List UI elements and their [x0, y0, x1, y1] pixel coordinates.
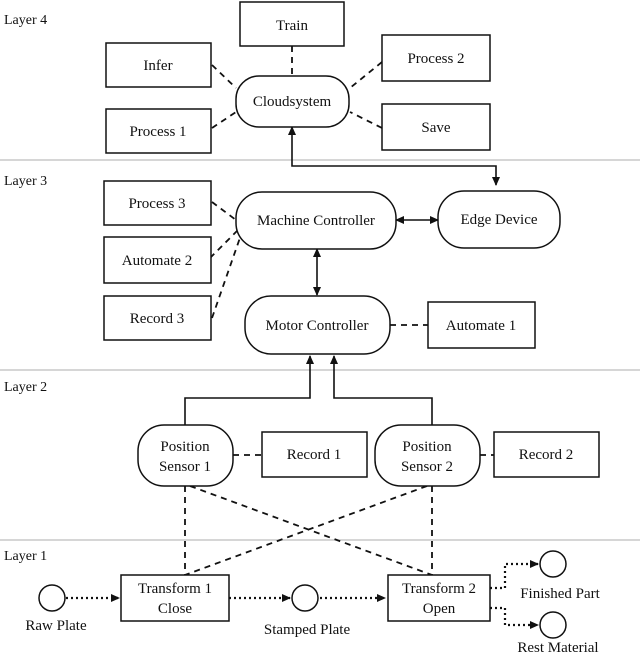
finished-part-state: Finished Part: [520, 550, 601, 602]
position-sensor1-label-line1: Position: [160, 439, 210, 455]
transform1-label-line1: Transform 1: [138, 581, 212, 597]
layer-3-label: Layer 3: [4, 174, 47, 189]
link-infer-cloud: [211, 64, 237, 89]
cloudsystem-label: Cloudsystem: [253, 94, 332, 110]
record1-node: Record 1: [261, 431, 368, 478]
layer-4-label: Layer 4: [4, 13, 47, 28]
position-sensor2-label-line2: Sensor 2: [401, 459, 453, 475]
link-save-cloud: [349, 111, 383, 129]
raw-plate-label: Raw Plate: [25, 618, 87, 634]
edge-device-label: Edge Device: [460, 212, 537, 228]
position-sensor2-node: Position Sensor 2: [374, 424, 481, 487]
transform2-node: Transform 2 Open: [387, 574, 491, 622]
link-process3-machine: [211, 201, 237, 221]
finished-part-label: Finished Part: [520, 586, 600, 602]
train-label: Train: [276, 18, 308, 34]
link-record3-machine: [211, 231, 243, 319]
infer-node: Infer: [105, 42, 212, 88]
transform1-node: Transform 1 Close: [120, 574, 230, 622]
layer-2-label: Layer 2: [4, 380, 47, 395]
process1-node: Process 1: [105, 108, 212, 154]
record2-node: Record 2: [493, 431, 600, 478]
position-sensor1-node: Position Sensor 1: [137, 424, 234, 487]
process1-label: Process 1: [129, 124, 186, 140]
transform2-label-line1: Transform 2: [402, 581, 476, 597]
cloudsystem-node: Cloudsystem: [235, 75, 350, 128]
process3-node: Process 3: [103, 180, 212, 226]
record3-node: Record 3: [103, 295, 212, 341]
save-label: Save: [421, 120, 451, 136]
process3-label: Process 3: [128, 196, 185, 212]
link-sensor2-transform1: [184, 485, 428, 576]
machine-controller-label: Machine Controller: [257, 213, 375, 229]
raw-plate-state: Raw Plate: [25, 584, 87, 634]
edge-device-node: Edge Device: [437, 190, 561, 249]
automate2-node: Automate 2: [103, 236, 212, 284]
infer-label: Infer: [143, 58, 172, 74]
link-process1-cloud: [211, 111, 237, 129]
flow-transform2-rest: [490, 606, 539, 629]
position-sensor1-label-line2: Sensor 1: [159, 459, 211, 475]
train-node: Train: [239, 1, 345, 47]
motor-controller-label: Motor Controller: [266, 318, 369, 334]
automate1-label: Automate 1: [446, 318, 516, 334]
save-node: Save: [381, 103, 491, 151]
rest-material-state: Rest Material: [517, 611, 599, 655]
process2-node: Process 2: [381, 34, 491, 82]
rest-material-label: Rest Material: [517, 640, 598, 655]
link-sensor1-motor: [184, 355, 314, 425]
layer-1-label: Layer 1: [4, 549, 47, 564]
process2-label: Process 2: [407, 51, 464, 67]
automate1-node: Automate 1: [427, 301, 536, 349]
transform2-label-line2: Open: [423, 601, 456, 617]
record2-label: Record 2: [519, 447, 574, 463]
transform1-label-line2: Close: [158, 601, 193, 617]
link-automate2-machine: [209, 227, 241, 259]
record3-label: Record 3: [130, 311, 185, 327]
flow-transform2-finished: [490, 560, 539, 590]
machine-controller-node: Machine Controller: [235, 191, 397, 250]
stamped-plate-label: Stamped Plate: [264, 622, 351, 638]
position-sensor2-label-line1: Position: [402, 439, 452, 455]
link-cloud-edge: [288, 126, 500, 186]
motor-controller-node: Motor Controller: [244, 295, 391, 355]
link-sensor2-motor: [330, 355, 433, 425]
link-process2-cloud: [349, 61, 383, 89]
automate2-label: Automate 2: [122, 253, 192, 269]
stamped-plate-state: Stamped Plate: [264, 584, 351, 638]
record1-label: Record 1: [287, 447, 342, 463]
link-sensor1-transform2: [189, 485, 433, 576]
